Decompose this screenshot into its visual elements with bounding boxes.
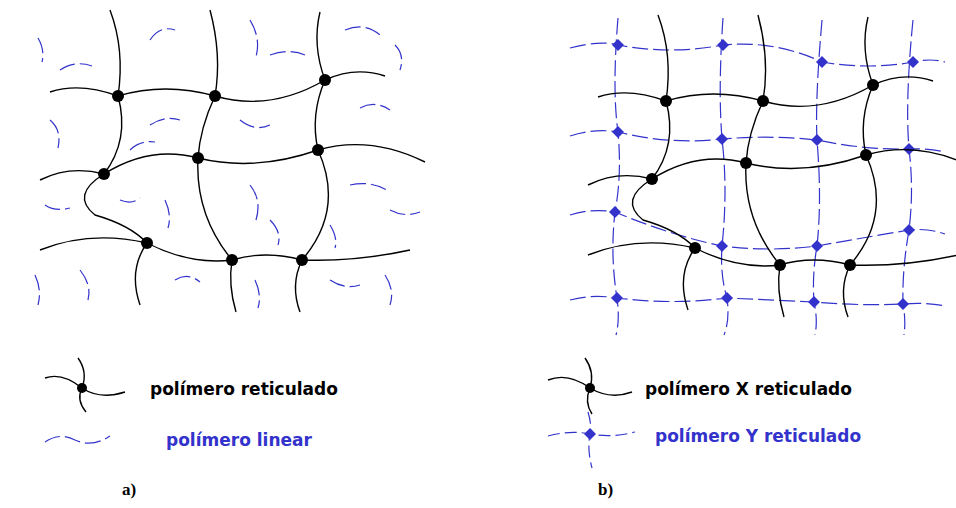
network-y — [570, 18, 945, 335]
crosslinked-network — [40, 10, 425, 312]
legend-sample-diamond — [584, 428, 596, 440]
linear-chains — [35, 20, 420, 308]
panel-label: a) — [122, 480, 136, 500]
legend-sample-x — [548, 358, 632, 414]
legend-text: polímero Y reticulado — [655, 426, 861, 446]
network-x — [588, 15, 956, 317]
legend-sample-dot — [585, 383, 595, 393]
legend-sample-crosslinked — [45, 358, 125, 412]
legend-text: polímero reticulado — [150, 379, 338, 399]
legend-sample-y — [548, 412, 635, 468]
legend-sample-dot — [77, 383, 87, 393]
legend-text: polímero X reticulado — [645, 379, 852, 399]
panel-label: b) — [598, 480, 613, 500]
legend-text: polímero linear — [166, 430, 312, 450]
legend-sample-linear — [45, 436, 110, 443]
